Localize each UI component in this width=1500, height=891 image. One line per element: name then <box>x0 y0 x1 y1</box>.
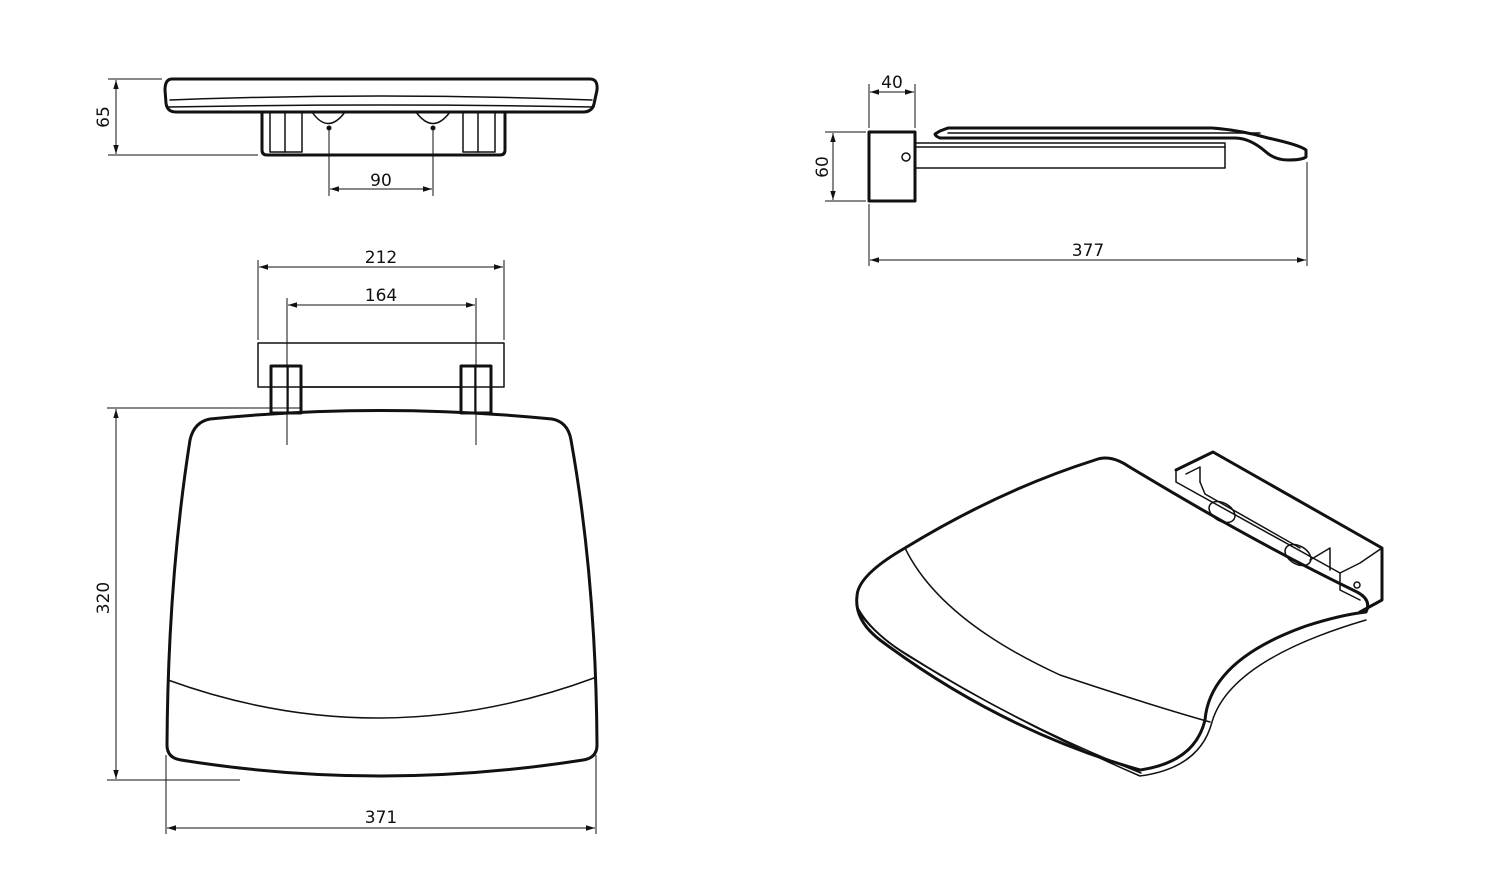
dim-377: 377 <box>868 162 1308 266</box>
side-view <box>867 126 1308 203</box>
isometric-view <box>855 450 1384 777</box>
dim-label-377: 377 <box>1072 241 1104 261</box>
dim-212: 212 <box>257 248 505 340</box>
dim-label-320: 320 <box>94 582 114 614</box>
dim-label-90: 90 <box>370 171 392 191</box>
dim-320: 320 <box>94 407 300 781</box>
dim-label-212: 212 <box>365 248 397 268</box>
dim-label-164: 164 <box>365 286 397 306</box>
dim-label-40: 40 <box>881 73 903 93</box>
dim-60: 60 <box>813 131 866 202</box>
dim-65: 65 <box>94 78 258 156</box>
dim-164: 164 <box>286 286 477 445</box>
dim-90: 90 <box>328 130 434 196</box>
edge-view <box>163 77 599 157</box>
dim-label-65: 65 <box>94 106 114 128</box>
dim-label-60: 60 <box>813 156 833 178</box>
dim-371: 371 <box>165 755 597 834</box>
dim-40: 40 <box>868 73 916 128</box>
dim-label-371: 371 <box>365 808 397 828</box>
